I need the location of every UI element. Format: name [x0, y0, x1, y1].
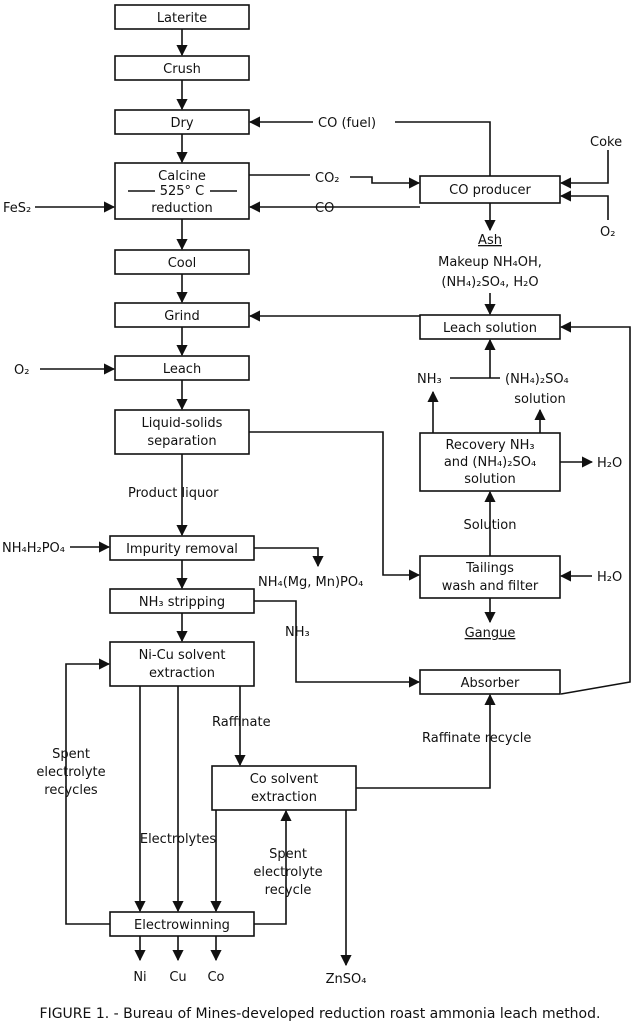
makeup-label-1: Makeup NH₄OH, — [438, 255, 542, 270]
arrow-o2-producer — [559, 190, 609, 220]
tailings-label-2: wash and filter — [442, 579, 539, 594]
recovery-box — [419, 432, 561, 492]
grind-box — [114, 302, 250, 328]
recovery-label-3: solution — [464, 472, 515, 487]
co-solvent-extraction-box — [211, 765, 357, 811]
spent-label-2: electrolyte — [36, 765, 105, 780]
arrow-co2-producer — [350, 176, 421, 189]
nicu-extraction-box — [109, 641, 255, 687]
arrow-nh3-absorber — [254, 600, 421, 688]
coke-label: Coke — [590, 135, 622, 150]
nh3-stripping-label: NH₃ stripping — [139, 595, 225, 610]
leach-solution-box — [419, 314, 561, 340]
spent-label-3: recycles — [44, 783, 98, 798]
raffinate-recycle-label: Raffinate recycle — [422, 731, 531, 746]
liquid-solids-label-1: Liquid-solids — [142, 416, 223, 431]
arrow-raffinate-recycle-absorber — [356, 693, 496, 789]
impurity-removal-label: Impurity removal — [126, 542, 238, 557]
nh4so4-label-2: solution — [514, 392, 565, 407]
recovery-label-1: Recovery NH₃ — [445, 438, 534, 453]
o2-leach-label: O₂ — [14, 363, 29, 378]
co-producer-label: CO producer — [449, 183, 531, 198]
leach-label: Leach — [163, 362, 201, 377]
makeup-label-2: (NH₄)₂SO₄, H₂O — [441, 275, 538, 290]
spent-label-1: Spent — [52, 747, 90, 762]
calcine-reduction-label: reduction — [151, 201, 213, 216]
tailings-label-1: Tailings — [465, 561, 514, 576]
spent-co-label-2: electrolyte — [253, 865, 322, 880]
solution-label: Solution — [464, 518, 517, 533]
h2o-recovery-label: H₂O — [597, 456, 622, 471]
product-liquor-label: Product liquor — [128, 486, 219, 501]
spent-co-label-3: recycle — [265, 883, 312, 898]
arrow-spent-recycle-co — [254, 809, 292, 925]
nicu-extraction-label-2: extraction — [149, 666, 215, 681]
laterite-label: Laterite — [157, 11, 207, 26]
spent-co-label-1: Spent — [269, 847, 307, 862]
nh3-recovery-label: NH₃ — [417, 372, 442, 387]
co2-label: CO₂ — [315, 171, 340, 186]
cu-label: Cu — [169, 970, 186, 985]
co-solvent-extraction-label-2: extraction — [251, 790, 317, 805]
nh4h2po4-label: NH₄H₂PO₄ — [2, 541, 65, 556]
nh4mgmn-label: NH₄(Mg, Mn)PO₄ — [258, 575, 363, 590]
cool-label: Cool — [168, 256, 197, 271]
liquid-solids-label-2: separation — [147, 434, 216, 449]
recovery-label-2: and (NH₄)₂SO₄ — [444, 455, 536, 470]
o2-top-label: O₂ — [600, 225, 615, 240]
fes2-label: FeS₂ — [3, 201, 31, 216]
co-fuel-label: CO (fuel) — [318, 116, 376, 131]
electrowinning-label: Electrowinning — [134, 918, 230, 933]
line-co-fuel-producer — [395, 121, 491, 176]
ni-label: Ni — [133, 970, 146, 985]
co-out-label: Co — [207, 970, 224, 985]
raffinate-label: Raffinate — [212, 715, 271, 730]
calcine-label: Calcine — [158, 169, 206, 184]
znso4-label: ZnSO₄ — [326, 972, 367, 987]
co-label: CO — [315, 201, 334, 216]
arrow-coke-producer — [559, 150, 609, 189]
ash-label: Ash — [478, 233, 502, 248]
leach-solution-label: Leach solution — [443, 321, 537, 336]
crush-label: Crush — [163, 62, 201, 77]
electrolytes-label: Electrolytes — [140, 832, 216, 847]
arrow-absorber-leach-solution — [559, 321, 631, 695]
arrow-lss-tailings — [249, 431, 421, 581]
absorber-label: Absorber — [461, 676, 520, 691]
figure-caption: FIGURE 1. - Bureau of Mines-developed re… — [40, 1006, 601, 1022]
arrow-impurity-byproduct — [254, 547, 324, 568]
absorber-box — [419, 669, 561, 695]
nh4so4-label-1: (NH₄)₂SO₄ — [505, 372, 569, 387]
co-producer-box — [419, 175, 561, 204]
arrow-spent-recycle-nicu — [65, 658, 111, 925]
co-solvent-extraction-label-1: Co solvent — [250, 772, 319, 787]
leach-box — [114, 355, 250, 381]
nicu-extraction-label-1: Ni-Cu solvent — [139, 648, 226, 663]
nh3-strip-label: NH₃ — [285, 625, 310, 640]
gangue-label: Gangue — [465, 626, 516, 641]
grind-label: Grind — [164, 309, 200, 324]
calcine-temp-label: 525° C — [160, 184, 205, 199]
h2o-tailings-label: H₂O — [597, 570, 622, 585]
dry-label: Dry — [170, 116, 193, 131]
